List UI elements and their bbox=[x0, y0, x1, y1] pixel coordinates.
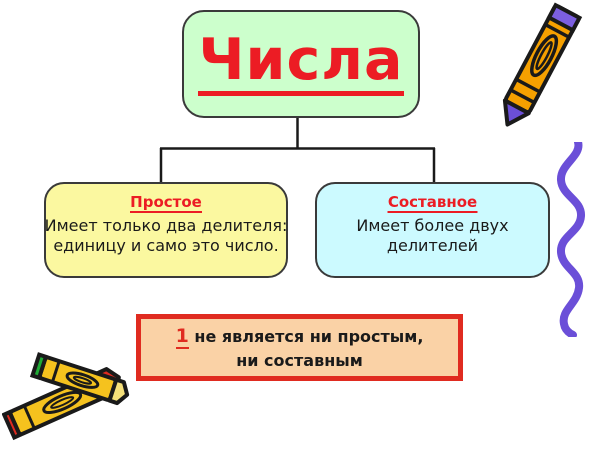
node-prime-body: Имеет только два делителя: единицу и сам… bbox=[32, 216, 300, 257]
note-number: 1 bbox=[175, 324, 189, 349]
crossed-crayons-icon bbox=[2, 352, 130, 441]
node-composite-body-line-1: Имеет более двух bbox=[356, 215, 509, 235]
note-line-2: ни составным bbox=[236, 350, 363, 370]
node-prime: Простое Имеет только два делителя: едини… bbox=[44, 182, 288, 278]
note-line-1: 1 не является ни простым, bbox=[175, 324, 424, 350]
node-prime-body-line-2: единицу и само это число. bbox=[53, 235, 279, 255]
note-text: 1 не является ни простым, ни составным bbox=[175, 324, 424, 371]
node-title-label: Числа bbox=[198, 32, 404, 96]
node-composite-heading: Составное bbox=[387, 193, 478, 213]
node-composite-body: Имеет более двух делителей bbox=[315, 216, 550, 257]
orange-crayon-purple-tip-icon bbox=[502, 2, 583, 127]
node-composite-heading-wrap: Составное bbox=[315, 194, 550, 216]
purple-wavy-line-icon bbox=[557, 142, 585, 337]
node-prime-body-line-1: Имеет только два делителя: bbox=[44, 215, 288, 235]
node-title: Числа bbox=[182, 10, 420, 118]
note-line-1-text: не является ни простым, bbox=[188, 326, 424, 346]
node-composite: Составное Имеет более двух делителей bbox=[315, 182, 550, 278]
node-prime-heading: Простое bbox=[130, 193, 202, 213]
note-box: 1 не является ни простым, ни составным bbox=[136, 314, 463, 381]
node-prime-heading-wrap: Простое bbox=[32, 194, 300, 216]
node-composite-body-line-2: делителей bbox=[386, 235, 479, 255]
